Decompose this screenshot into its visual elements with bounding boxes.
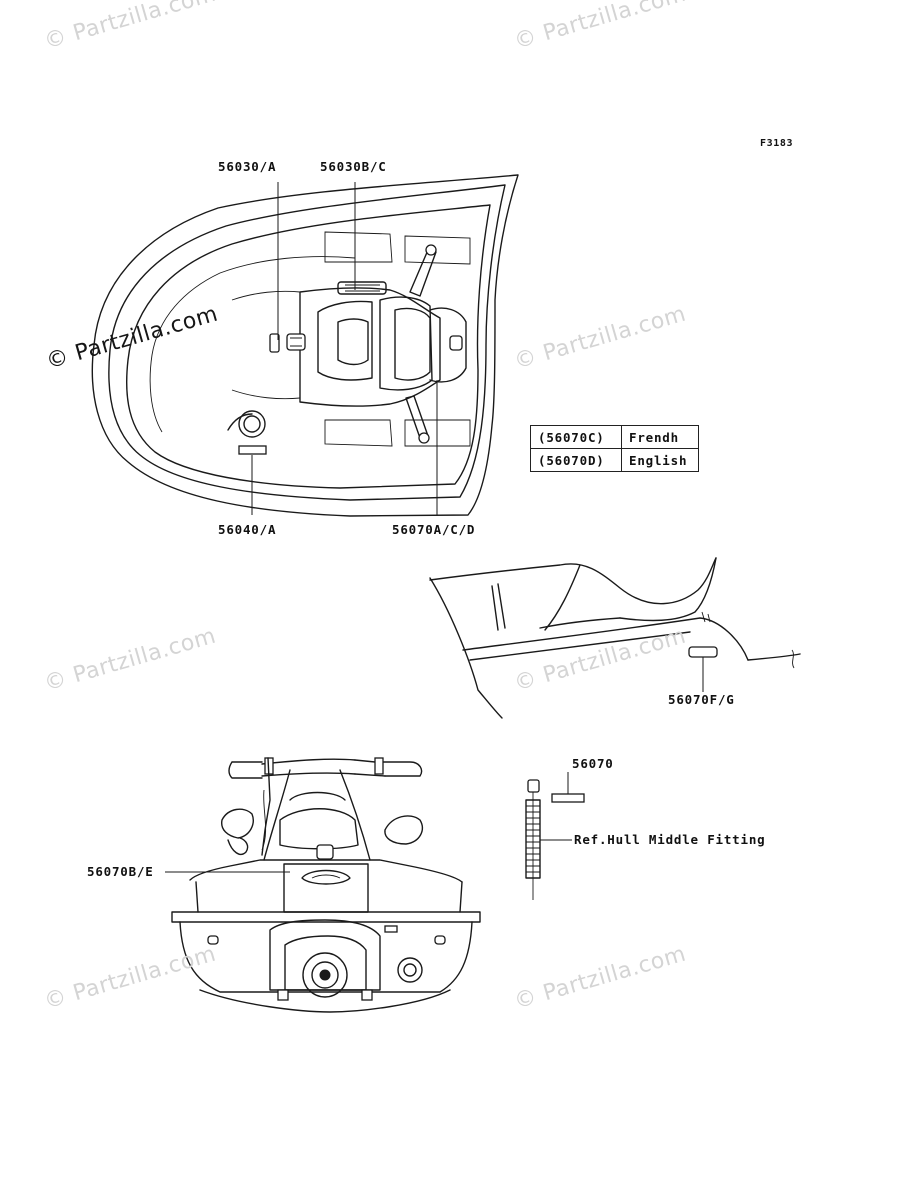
part-code-cell: (56070D) bbox=[530, 448, 622, 472]
callout-56070: 56070 bbox=[572, 756, 614, 771]
table-row: (56070C) Frendh bbox=[530, 425, 699, 449]
rear-view-craft bbox=[171, 757, 481, 1013]
language-cell: Frendh bbox=[621, 425, 699, 449]
language-cell: English bbox=[621, 448, 699, 472]
hull-fitting-detail bbox=[525, 779, 585, 900]
side-view-seat bbox=[429, 557, 801, 719]
callout-56070-be: 56070B/E bbox=[87, 864, 154, 879]
ref-hull-middle-fitting: Ref.Hull Middle Fitting bbox=[574, 832, 766, 847]
table-row: (56070D) English bbox=[530, 448, 699, 472]
callout-56040-a: 56040/A bbox=[218, 522, 277, 537]
callout-56030-bc: 56030B/C bbox=[320, 159, 387, 174]
label-language-table: (56070C) Frendh (56070D) English bbox=[530, 425, 699, 472]
top-view-hull bbox=[91, 174, 519, 517]
leader-lines-top bbox=[251, 182, 438, 515]
part-code-cell: (56070C) bbox=[530, 425, 622, 449]
callout-56070-fg: 56070F/G bbox=[668, 692, 735, 707]
figure-code: F3183 bbox=[760, 138, 794, 149]
callout-56030-a: 56030/A bbox=[218, 159, 277, 174]
callout-56070-acd: 56070A/C/D bbox=[392, 522, 476, 537]
